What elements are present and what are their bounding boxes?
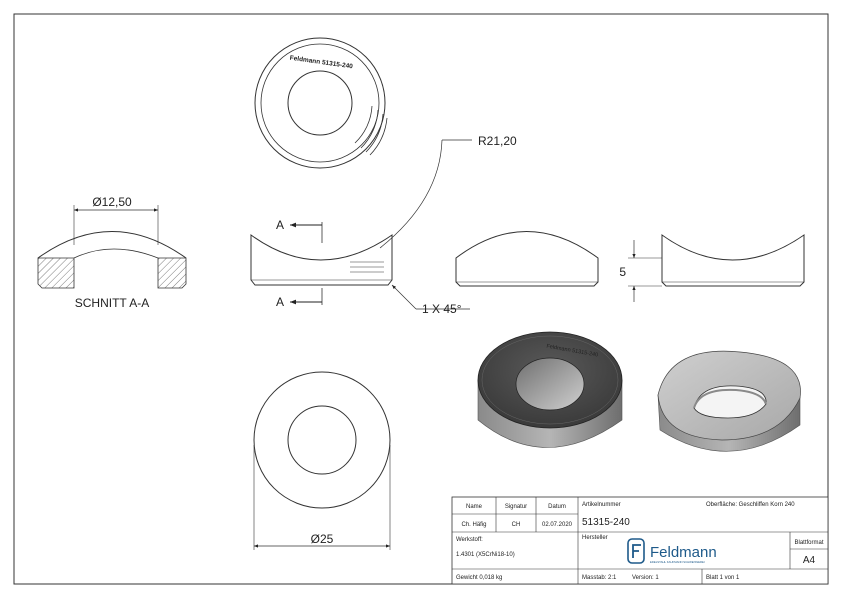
blattformat-value: A4	[803, 555, 816, 566]
name-value: Ch. Häfig	[461, 522, 486, 528]
chamfer-callout: 1 X 45°	[422, 302, 462, 316]
hersteller-label: Hersteller	[582, 535, 608, 541]
werkstoff-label: Werkstoff:	[456, 537, 483, 543]
massstab-label: Masstab: 2:1	[582, 575, 617, 581]
iso-view-top: Feldmann 51315-240	[477, 331, 623, 448]
oberflaeche-label: Oberfläche: Geschliffen Korn 240	[706, 502, 795, 508]
header-datum: Datum	[548, 504, 566, 510]
sheet-border	[13, 13, 829, 585]
artikelnummer-value: 51315-240	[582, 517, 630, 528]
top-view: Feldmann 51315-240	[254, 37, 388, 169]
section-marker-bottom: A	[276, 295, 284, 309]
front-view: A A R21,20 1 X 45°	[250, 134, 517, 316]
iso-view-bottom	[657, 350, 801, 452]
blatt-label: Blatt 1 von 1	[706, 575, 740, 581]
werkstoff-value: 1.4301 (X5CrNi18-10)	[456, 552, 515, 558]
blattformat-label: Blattformat	[794, 540, 823, 546]
side-view-dish: 5	[619, 234, 805, 302]
bottom-view: Ø25	[253, 371, 391, 550]
diameter-small-dim: Ø12,50	[92, 195, 132, 209]
header-name: Name	[466, 504, 483, 510]
version-label: Version: 1	[632, 575, 659, 581]
height-dim: 5	[619, 265, 626, 279]
section-view: Ø12,50 SCHNITT A-A	[37, 195, 187, 310]
title-block: Name Signatur Datum Ch. Häfig CH 02.07.2…	[451, 496, 829, 585]
logo-tagline: EDELSTAHL KAUFMANN SCHWEISSEREI	[650, 560, 705, 564]
logo-text: Feldmann	[650, 544, 717, 561]
section-marker-top: A	[276, 218, 284, 232]
signatur-value: CH	[512, 522, 521, 528]
feldmann-logo: Feldmann EDELSTAHL KAUFMANN SCHWEISSEREI	[627, 538, 717, 564]
side-view-dome	[455, 231, 599, 287]
datum-value: 02.07.2020	[542, 522, 573, 528]
section-label: SCHNITT A-A	[75, 296, 149, 310]
radius-callout: R21,20	[478, 134, 517, 148]
artikelnummer-label: Artikelnummer	[582, 502, 621, 508]
header-signatur: Signatur	[505, 504, 527, 510]
gewicht-label: Gewicht 0,018 kg	[456, 575, 502, 581]
diameter-outer-dim: Ø25	[311, 532, 334, 546]
engraving-text: Feldmann 51315-240	[289, 55, 353, 71]
